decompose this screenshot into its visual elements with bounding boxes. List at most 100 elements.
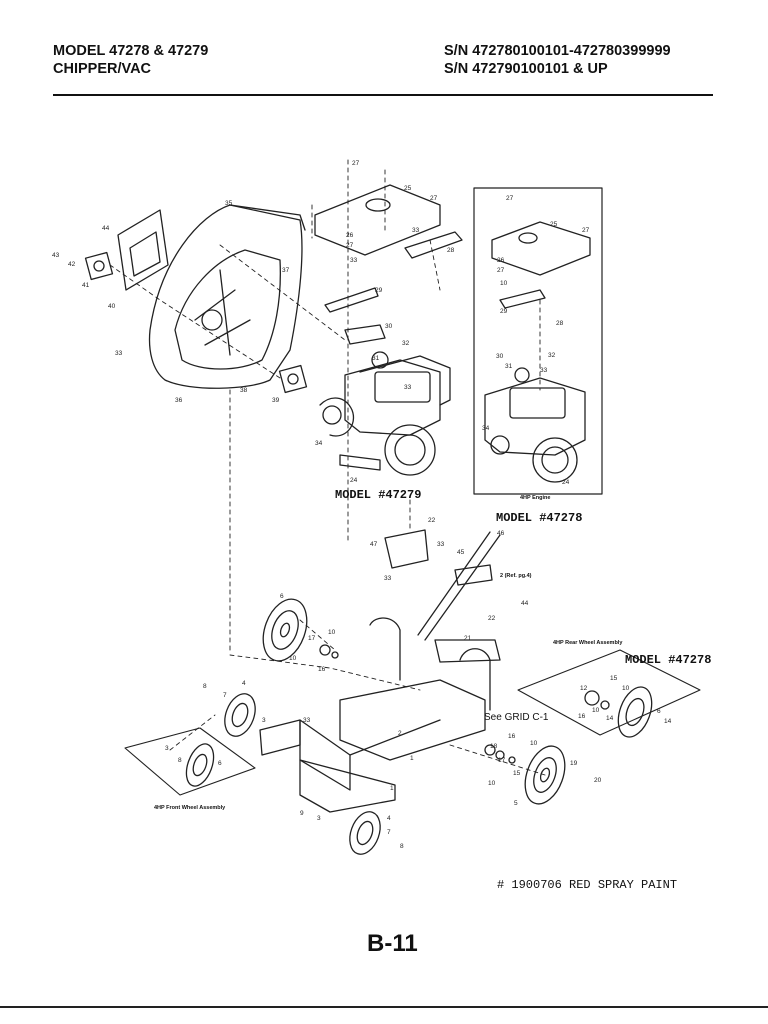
svg-text:26: 26 xyxy=(346,232,354,239)
wheel-inset-rear xyxy=(617,686,653,738)
svg-text:10: 10 xyxy=(622,685,630,692)
svg-text:15: 15 xyxy=(610,675,618,682)
svg-text:38: 38 xyxy=(240,387,248,394)
engine-47278 xyxy=(484,367,586,483)
svg-text:7: 7 xyxy=(223,692,227,699)
serial-line-2: S/N 472790100101 & UP xyxy=(444,61,608,77)
svg-text:39: 39 xyxy=(272,397,280,404)
callout-ref-page: 2 (Ref. pg.4) xyxy=(500,573,532,579)
svg-text:14: 14 xyxy=(606,715,614,722)
svg-text:33: 33 xyxy=(350,257,358,264)
svg-text:5: 5 xyxy=(514,800,518,807)
svg-text:14: 14 xyxy=(664,718,672,725)
callout-engine-4hp: 4HP Engine xyxy=(520,495,551,501)
svg-text:16: 16 xyxy=(318,666,326,673)
svg-text:21: 21 xyxy=(464,635,472,642)
svg-text:6: 6 xyxy=(280,593,284,600)
svg-text:33: 33 xyxy=(384,575,392,582)
svg-text:6: 6 xyxy=(657,708,661,715)
svg-text:35: 35 xyxy=(225,200,233,207)
svg-text:33: 33 xyxy=(412,227,420,234)
svg-text:33: 33 xyxy=(404,384,412,391)
side-plate xyxy=(117,209,169,291)
svg-text:10: 10 xyxy=(500,280,508,287)
svg-text:10: 10 xyxy=(488,780,496,787)
fan-housing xyxy=(148,204,306,389)
svg-text:37: 37 xyxy=(282,267,290,274)
svg-text:8: 8 xyxy=(203,683,207,690)
svg-text:10: 10 xyxy=(289,655,297,662)
svg-text:4: 4 xyxy=(242,680,246,687)
svg-text:8: 8 xyxy=(400,843,404,850)
svg-text:33: 33 xyxy=(303,717,311,724)
svg-text:22: 22 xyxy=(488,615,496,622)
callout-front-wheel-assembly: 4HP Front Wheel Assembly xyxy=(154,805,226,811)
svg-text:29: 29 xyxy=(500,308,508,315)
callout-model-47278-inset: MODEL #47278 xyxy=(496,511,583,525)
svg-text:34: 34 xyxy=(482,425,490,432)
engine-plate-main xyxy=(314,184,441,256)
svg-text:4: 4 xyxy=(387,815,391,822)
svg-text:6: 6 xyxy=(218,760,222,767)
header-model: MODEL 47278 & 47279 CHIPPER/VAC xyxy=(53,42,208,78)
serial-line-1: S/N 472780100101-472780399999 xyxy=(444,43,671,59)
svg-text:33: 33 xyxy=(540,367,548,374)
svg-text:3: 3 xyxy=(165,745,169,752)
svg-text:40: 40 xyxy=(108,303,116,310)
svg-text:45: 45 xyxy=(457,549,465,556)
svg-text:15: 15 xyxy=(513,770,521,777)
svg-text:18: 18 xyxy=(490,743,498,750)
svg-text:17: 17 xyxy=(498,757,506,764)
svg-text:32: 32 xyxy=(402,340,410,347)
svg-text:29: 29 xyxy=(375,287,383,294)
svg-text:31: 31 xyxy=(505,363,513,370)
svg-text:41: 41 xyxy=(82,282,90,289)
svg-text:19: 19 xyxy=(570,760,578,767)
svg-text:10: 10 xyxy=(592,707,600,714)
svg-text:27: 27 xyxy=(497,267,505,274)
bearing-flange-right xyxy=(278,364,308,394)
bearing-flange-left xyxy=(84,251,114,281)
svg-text:32: 32 xyxy=(548,352,556,359)
svg-text:27: 27 xyxy=(506,195,514,202)
svg-text:22: 22 xyxy=(428,517,436,524)
svg-text:33: 33 xyxy=(115,350,123,357)
svg-text:36: 36 xyxy=(175,397,183,404)
svg-text:31: 31 xyxy=(372,355,380,362)
svg-text:2: 2 xyxy=(398,730,402,737)
svg-text:10: 10 xyxy=(530,740,538,747)
svg-text:24: 24 xyxy=(562,479,570,486)
callout-rear-wheel-assembly: 4HP Rear Wheel Assembly xyxy=(553,640,623,646)
svg-text:47: 47 xyxy=(370,541,378,548)
bottom-rule xyxy=(0,1006,768,1008)
paint-note: # 1900706 RED SPRAY PAINT xyxy=(497,878,678,892)
svg-text:20: 20 xyxy=(594,777,602,784)
svg-text:1: 1 xyxy=(410,755,414,762)
svg-text:17: 17 xyxy=(308,635,316,642)
svg-text:3: 3 xyxy=(317,815,321,822)
svg-text:26: 26 xyxy=(497,257,505,264)
svg-text:16: 16 xyxy=(508,733,516,740)
svg-text:7: 7 xyxy=(387,829,391,836)
engine-plate-inset xyxy=(491,221,591,309)
svg-text:30: 30 xyxy=(496,353,504,360)
svg-text:30: 30 xyxy=(385,323,393,330)
header-serial: S/N 472780100101-472780399999 S/N 472790… xyxy=(444,42,671,78)
wheel-front-bottom xyxy=(349,811,381,855)
svg-text:28: 28 xyxy=(447,247,455,254)
svg-text:44: 44 xyxy=(102,225,110,232)
svg-text:27: 27 xyxy=(430,195,438,202)
callout-model-47278-rear: MODEL #47278 xyxy=(625,653,712,667)
model-line: MODEL 47278 & 47279 xyxy=(53,43,209,59)
product-name: CHIPPER/VAC xyxy=(53,61,152,77)
rear-wheel-assembly-inset xyxy=(517,649,701,736)
svg-text:28: 28 xyxy=(556,320,564,327)
handle xyxy=(417,531,501,641)
svg-text:12: 12 xyxy=(580,685,588,692)
main-frame xyxy=(259,617,491,813)
front-wheel-assembly-inset xyxy=(124,727,256,796)
svg-text:44: 44 xyxy=(521,600,529,607)
svg-text:1: 1 xyxy=(390,785,394,792)
svg-text:27: 27 xyxy=(352,160,360,167)
